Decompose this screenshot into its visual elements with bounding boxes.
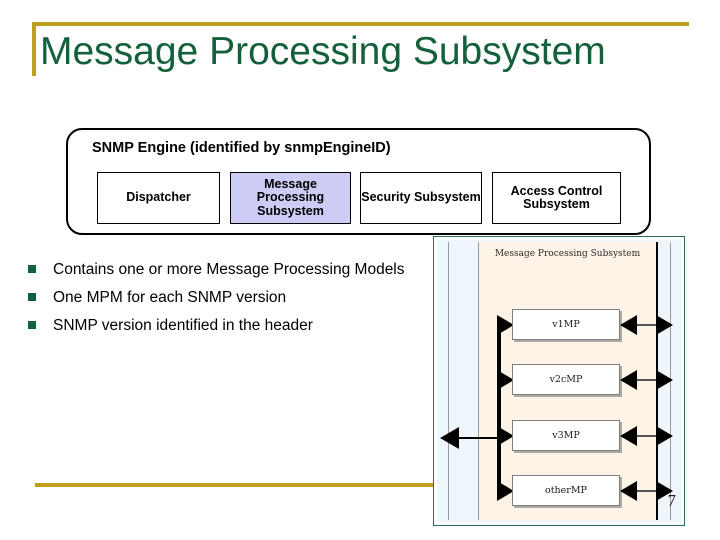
snmp-engine-box: SNMP Engine (identified by snmpEngineID)… bbox=[66, 128, 651, 235]
arrow-right-icon bbox=[656, 315, 673, 335]
arrow-right-icon bbox=[656, 481, 673, 501]
diagram-module-v2cmp[interactable]: v2cMP bbox=[512, 364, 620, 395]
arrow-right-icon bbox=[497, 426, 514, 446]
engine-box-access-control-subsystem-label: Access Control Subsystem bbox=[510, 183, 603, 211]
engine-box-message-processing-subsystem-label: Message Processing Subsystem bbox=[256, 176, 325, 218]
title-rule-left bbox=[32, 22, 36, 76]
diagram-trunk-feed-line bbox=[456, 437, 501, 439]
bullet-square-icon bbox=[28, 293, 36, 301]
diagram-module-v2cmp-label: v2cMP bbox=[549, 374, 583, 385]
arrow-left-icon bbox=[620, 315, 637, 335]
arrow-right-icon bbox=[497, 370, 514, 390]
arrow-right-icon bbox=[656, 426, 673, 446]
footer-rule bbox=[35, 483, 435, 487]
bullet-square-icon bbox=[28, 265, 36, 273]
page-title: Message Processing Subsystem bbox=[40, 30, 606, 73]
diagram-connector-line bbox=[637, 324, 659, 326]
diagram-module-v3mp-label: v3MP bbox=[552, 430, 580, 441]
bullet-list: Contains one or more Message Processing … bbox=[28, 258, 438, 342]
list-item-text: Contains one or more Message Processing … bbox=[53, 261, 405, 278]
arrow-right-icon bbox=[497, 315, 514, 335]
engine-box-dispatcher[interactable]: Dispatcher bbox=[97, 172, 220, 224]
engine-box-security-subsystem-label: Security Subsystem bbox=[361, 190, 481, 205]
arrow-left-icon bbox=[440, 427, 459, 449]
diagram-title: Message Processing Subsystem bbox=[494, 249, 641, 259]
diagram-connector-line bbox=[637, 435, 659, 437]
list-item: One MPM for each SNMP version bbox=[28, 286, 438, 309]
page-number: 7 bbox=[667, 491, 677, 510]
list-item: Contains one or more Message Processing … bbox=[28, 258, 438, 281]
list-item: SNMP version identified in the header bbox=[28, 314, 438, 337]
diagram-guide-line-left-inner bbox=[478, 242, 479, 520]
diagram-module-othermp-label: otherMP bbox=[545, 485, 587, 496]
diagram-trunk-line bbox=[497, 323, 501, 494]
arrow-right-icon bbox=[497, 481, 514, 501]
diagram-connector-line bbox=[637, 490, 659, 492]
diagram-module-othermp[interactable]: otherMP bbox=[512, 475, 620, 506]
diagram-panel: Message Processing Subsystem v1MP v2cMP … bbox=[433, 236, 685, 526]
diagram-connector-line bbox=[637, 379, 659, 381]
title-rule-top bbox=[32, 22, 689, 26]
diagram-module-v1mp-label: v1MP bbox=[552, 319, 580, 330]
engine-box-message-processing-subsystem[interactable]: Message Processing Subsystem bbox=[230, 172, 351, 224]
engine-box-access-control-subsystem[interactable]: Access Control Subsystem bbox=[492, 172, 621, 224]
arrow-right-icon bbox=[656, 370, 673, 390]
engine-box-dispatcher-label: Dispatcher bbox=[126, 190, 191, 205]
bullet-square-icon bbox=[28, 321, 36, 329]
list-item-text: SNMP version identified in the header bbox=[53, 317, 313, 334]
arrow-left-icon bbox=[620, 426, 637, 446]
diagram-module-v1mp[interactable]: v1MP bbox=[512, 309, 620, 340]
snmp-engine-header: SNMP Engine (identified by snmpEngineID) bbox=[92, 140, 391, 156]
list-item-text: One MPM for each SNMP version bbox=[53, 289, 287, 306]
arrow-left-icon bbox=[620, 481, 637, 501]
diagram-module-v3mp[interactable]: v3MP bbox=[512, 420, 620, 451]
arrow-left-icon bbox=[620, 370, 637, 390]
engine-box-security-subsystem[interactable]: Security Subsystem bbox=[360, 172, 482, 224]
diagram-guide-line-left-outer bbox=[448, 242, 449, 520]
